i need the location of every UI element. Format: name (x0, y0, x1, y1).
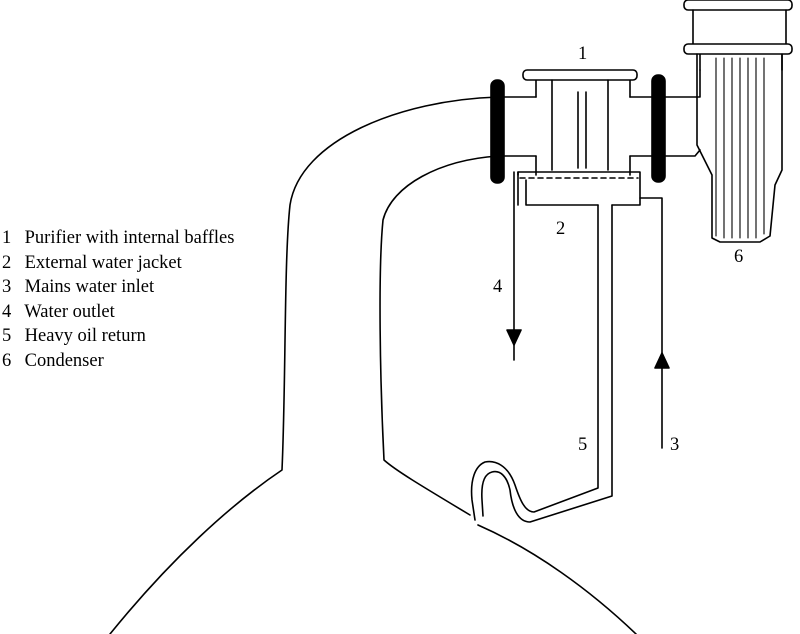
callout-3: 3 (670, 435, 679, 455)
inlet-arrow (654, 352, 670, 369)
legend-number: 3 (2, 277, 12, 298)
inlet-pipe (639, 197, 663, 449)
legend-item: 1 Purifier with internal baffles (2, 226, 234, 251)
condenser-tubes (715, 57, 765, 239)
callout-2: 2 (556, 219, 565, 239)
condenser-top-cap (683, 0, 793, 11)
legend-text: Heavy oil return (24, 326, 146, 347)
outlet-arrow (506, 329, 522, 346)
oil-return-tube-inner (481, 204, 613, 523)
legend-item: 3 Mains water inlet (2, 275, 234, 300)
legend-number: 5 (2, 326, 12, 347)
legend-number: 4 (2, 301, 12, 322)
callout-6: 6 (734, 247, 743, 267)
condenser-collar (683, 43, 793, 55)
legend-text: Mains water inlet (24, 277, 155, 298)
callout-1: 1 (578, 44, 587, 64)
right-clamp (651, 74, 666, 183)
legend: 1 Purifier with internal baffles 2 Exter… (2, 226, 234, 374)
legend-item: 4 Water outlet (2, 300, 234, 325)
legend-text: Water outlet (24, 301, 115, 322)
left-clamp (490, 79, 505, 184)
callout-4: 4 (493, 277, 502, 297)
legend-text: Condenser (24, 350, 104, 371)
condenser-top (692, 9, 787, 45)
callout-5: 5 (578, 435, 587, 455)
legend-item: 6 Condenser (2, 349, 234, 374)
condenser-body (696, 53, 783, 243)
water-jacket (517, 171, 641, 206)
legend-item: 5 Heavy oil return (2, 324, 234, 349)
legend-number: 6 (2, 350, 12, 371)
legend-number: 2 (2, 252, 12, 273)
purifier-lid (522, 69, 638, 81)
purifier-body (535, 79, 631, 176)
legend-number: 1 (2, 228, 12, 248)
legend-item: 2 External water jacket (2, 251, 234, 276)
legend-text: Purifier with internal baffles (24, 228, 235, 248)
legend-text: External water jacket (24, 252, 182, 273)
flask-inner-wall (379, 155, 637, 634)
flask-outer-wall (109, 96, 499, 634)
oil-return-tube (470, 204, 599, 521)
